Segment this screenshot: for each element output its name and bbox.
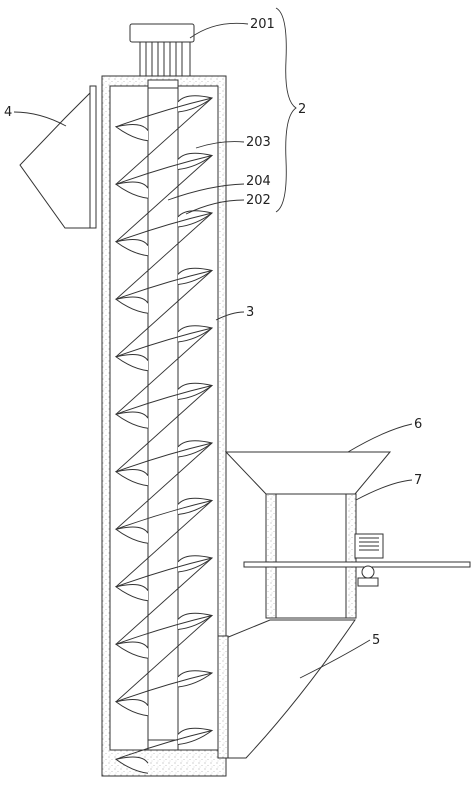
label-2: 2: [298, 102, 306, 117]
label-4: 4: [4, 105, 12, 120]
helix-edge: [115, 500, 213, 588]
helix-edge: [115, 212, 213, 300]
feed-unit: [243, 493, 471, 619]
helix-edge: [115, 615, 213, 645]
helix-edge: [115, 270, 213, 300]
helix-edge: [115, 270, 213, 358]
label-5: 5: [372, 633, 380, 648]
helix-edge: [115, 442, 213, 530]
discharge-chute: [217, 619, 356, 759]
helix-edge: [115, 557, 213, 588]
helix-edge: [115, 442, 213, 473]
helix-edge: [115, 327, 213, 415]
motor: [129, 23, 195, 77]
helix-edge: [115, 97, 213, 185]
spiral-flights: [114, 95, 214, 774]
inlet-hopper: [19, 85, 97, 229]
helix-edge: [115, 385, 213, 415]
helix-edge: [115, 615, 213, 703]
helix-edge: [115, 155, 213, 243]
helix-edge: [115, 327, 213, 358]
helix-edge: [115, 672, 213, 703]
label-3: 3: [246, 305, 254, 320]
helix-edge: [115, 97, 213, 128]
conveyor-housing: [101, 75, 227, 777]
label-204: 204: [246, 174, 271, 189]
helix-edge: [115, 500, 213, 530]
label-203: 203: [246, 135, 271, 150]
helix-edge: [115, 730, 213, 760]
helix-edge: [115, 385, 213, 473]
helix-edge: [115, 557, 213, 645]
feed-funnel: [224, 451, 392, 495]
helix-edge: [115, 212, 213, 243]
helix-edge: [115, 155, 213, 185]
label-202: 202: [246, 193, 271, 208]
label-6: 6: [414, 417, 422, 432]
label-7: 7: [414, 473, 422, 488]
label-201: 201: [250, 17, 275, 32]
leader-lines: [13, 7, 413, 679]
